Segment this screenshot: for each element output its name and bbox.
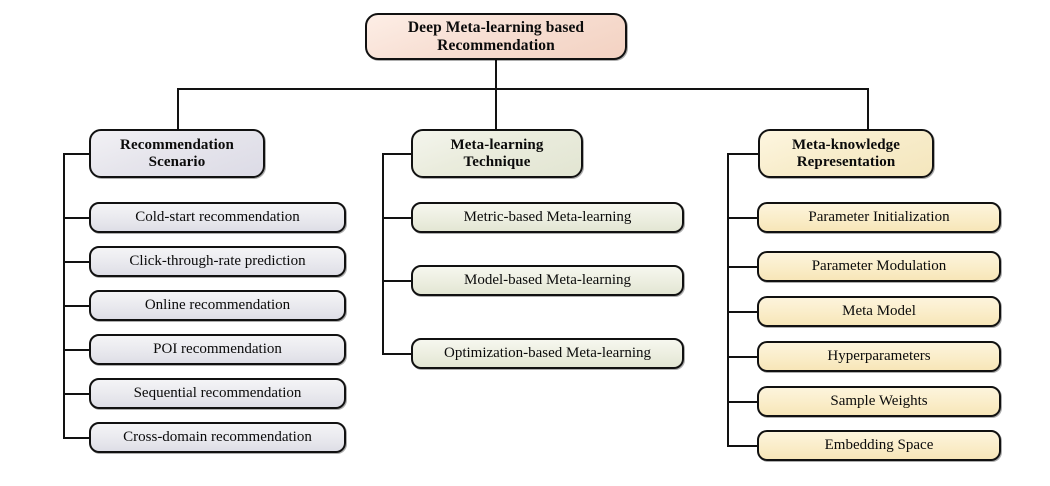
leaf-label: Cross-domain recommendation [123,429,312,446]
leaf-parameter-initialization[interactable]: Parameter Initialization [757,202,1001,233]
leaf-model-based-meta-learning[interactable]: Model-based Meta-learning [411,265,684,296]
leaf-label: Parameter Modulation [811,258,947,275]
connector-right-stub-3 [727,311,759,313]
branch-header-line2: Scenario [148,153,206,170]
leaf-poi-recommendation[interactable]: POI recommendation [89,334,346,365]
connector-root-stem [495,59,497,90]
leaf-label: Hyperparameters [827,348,931,365]
connector-right-stub-6 [727,445,759,447]
connector-middle-stub-3 [382,353,412,355]
connector-right-stub-1 [727,217,759,219]
leaf-label: Sequential recommendation [133,385,302,402]
leaf-label: Online recommendation [144,297,291,314]
leaf-embedding-space[interactable]: Embedding Space [757,430,1001,461]
connector-right-stub-5 [727,401,759,403]
leaf-label: Embedding Space [824,437,934,454]
connector-right-stub-2 [727,266,759,268]
leaf-hyperparameters[interactable]: Hyperparameters [757,341,1001,372]
leaf-click-through-rate-prediction[interactable]: Click-through-rate prediction [89,246,346,277]
root-node-line2: Recommendation [437,36,555,54]
root-node[interactable]: Deep Meta-learning based Recommendation [365,13,627,60]
leaf-label: POI recommendation [153,341,282,358]
connector-middle-stub-1 [382,217,412,219]
connector-left-stub-4 [63,349,91,351]
connector-middle-header-stub [382,153,412,155]
connector-right-header-stub [727,153,759,155]
connector-middle-spine [382,153,384,354]
connector-right-spine [727,153,729,446]
leaf-label: Cold-start recommendation [135,209,300,226]
connector-drop-middle [495,88,497,130]
branch-header-meta-learning-technique[interactable]: Meta-learning Technique [411,129,583,178]
connector-left-header-stub [63,153,91,155]
leaf-cold-start-recommendation[interactable]: Cold-start recommendation [89,202,346,233]
leaf-label: Model-based Meta-learning [463,272,632,289]
connector-middle-stub-2 [382,280,412,282]
branch-header-line1: Meta-learning [450,136,544,153]
connector-drop-left [177,88,179,130]
branch-header-meta-knowledge-representation[interactable]: Meta-knowledge Representation [758,129,934,178]
leaf-label: Meta Model [842,303,916,320]
leaf-label: Optimization-based Meta-learning [443,345,651,362]
connector-drop-right [867,88,869,130]
leaf-online-recommendation[interactable]: Online recommendation [89,290,346,321]
leaf-label: Sample Weights [830,393,928,410]
connector-left-stub-6 [63,437,91,439]
root-node-line1: Deep Meta-learning based [407,19,585,36]
branch-header-line2: Representation [796,153,896,170]
connector-left-stub-3 [63,305,91,307]
leaf-sample-weights[interactable]: Sample Weights [757,386,1001,417]
branch-header-recommendation-scenario[interactable]: Recommendation Scenario [89,129,265,178]
leaf-parameter-modulation[interactable]: Parameter Modulation [757,251,1001,282]
leaf-metric-based-meta-learning[interactable]: Metric-based Meta-learning [411,202,684,233]
connector-root-bus [177,88,869,90]
leaf-label: Parameter Initialization [808,209,950,226]
connector-left-spine [63,153,65,438]
leaf-meta-model[interactable]: Meta Model [757,296,1001,327]
branch-header-line2: Technique [463,153,531,170]
branch-header-line1: Meta-knowledge [791,136,901,153]
connector-right-stub-4 [727,356,759,358]
branch-header-line1: Recommendation [120,136,234,153]
leaf-optimization-based-meta-learning[interactable]: Optimization-based Meta-learning [411,338,684,369]
connector-left-stub-2 [63,261,91,263]
leaf-label: Metric-based Meta-learning [463,209,632,226]
leaf-cross-domain-recommendation[interactable]: Cross-domain recommendation [89,422,346,453]
connector-left-stub-5 [63,393,91,395]
leaf-sequential-recommendation[interactable]: Sequential recommendation [89,378,346,409]
connector-left-stub-1 [63,217,91,219]
leaf-label: Click-through-rate prediction [129,253,306,270]
